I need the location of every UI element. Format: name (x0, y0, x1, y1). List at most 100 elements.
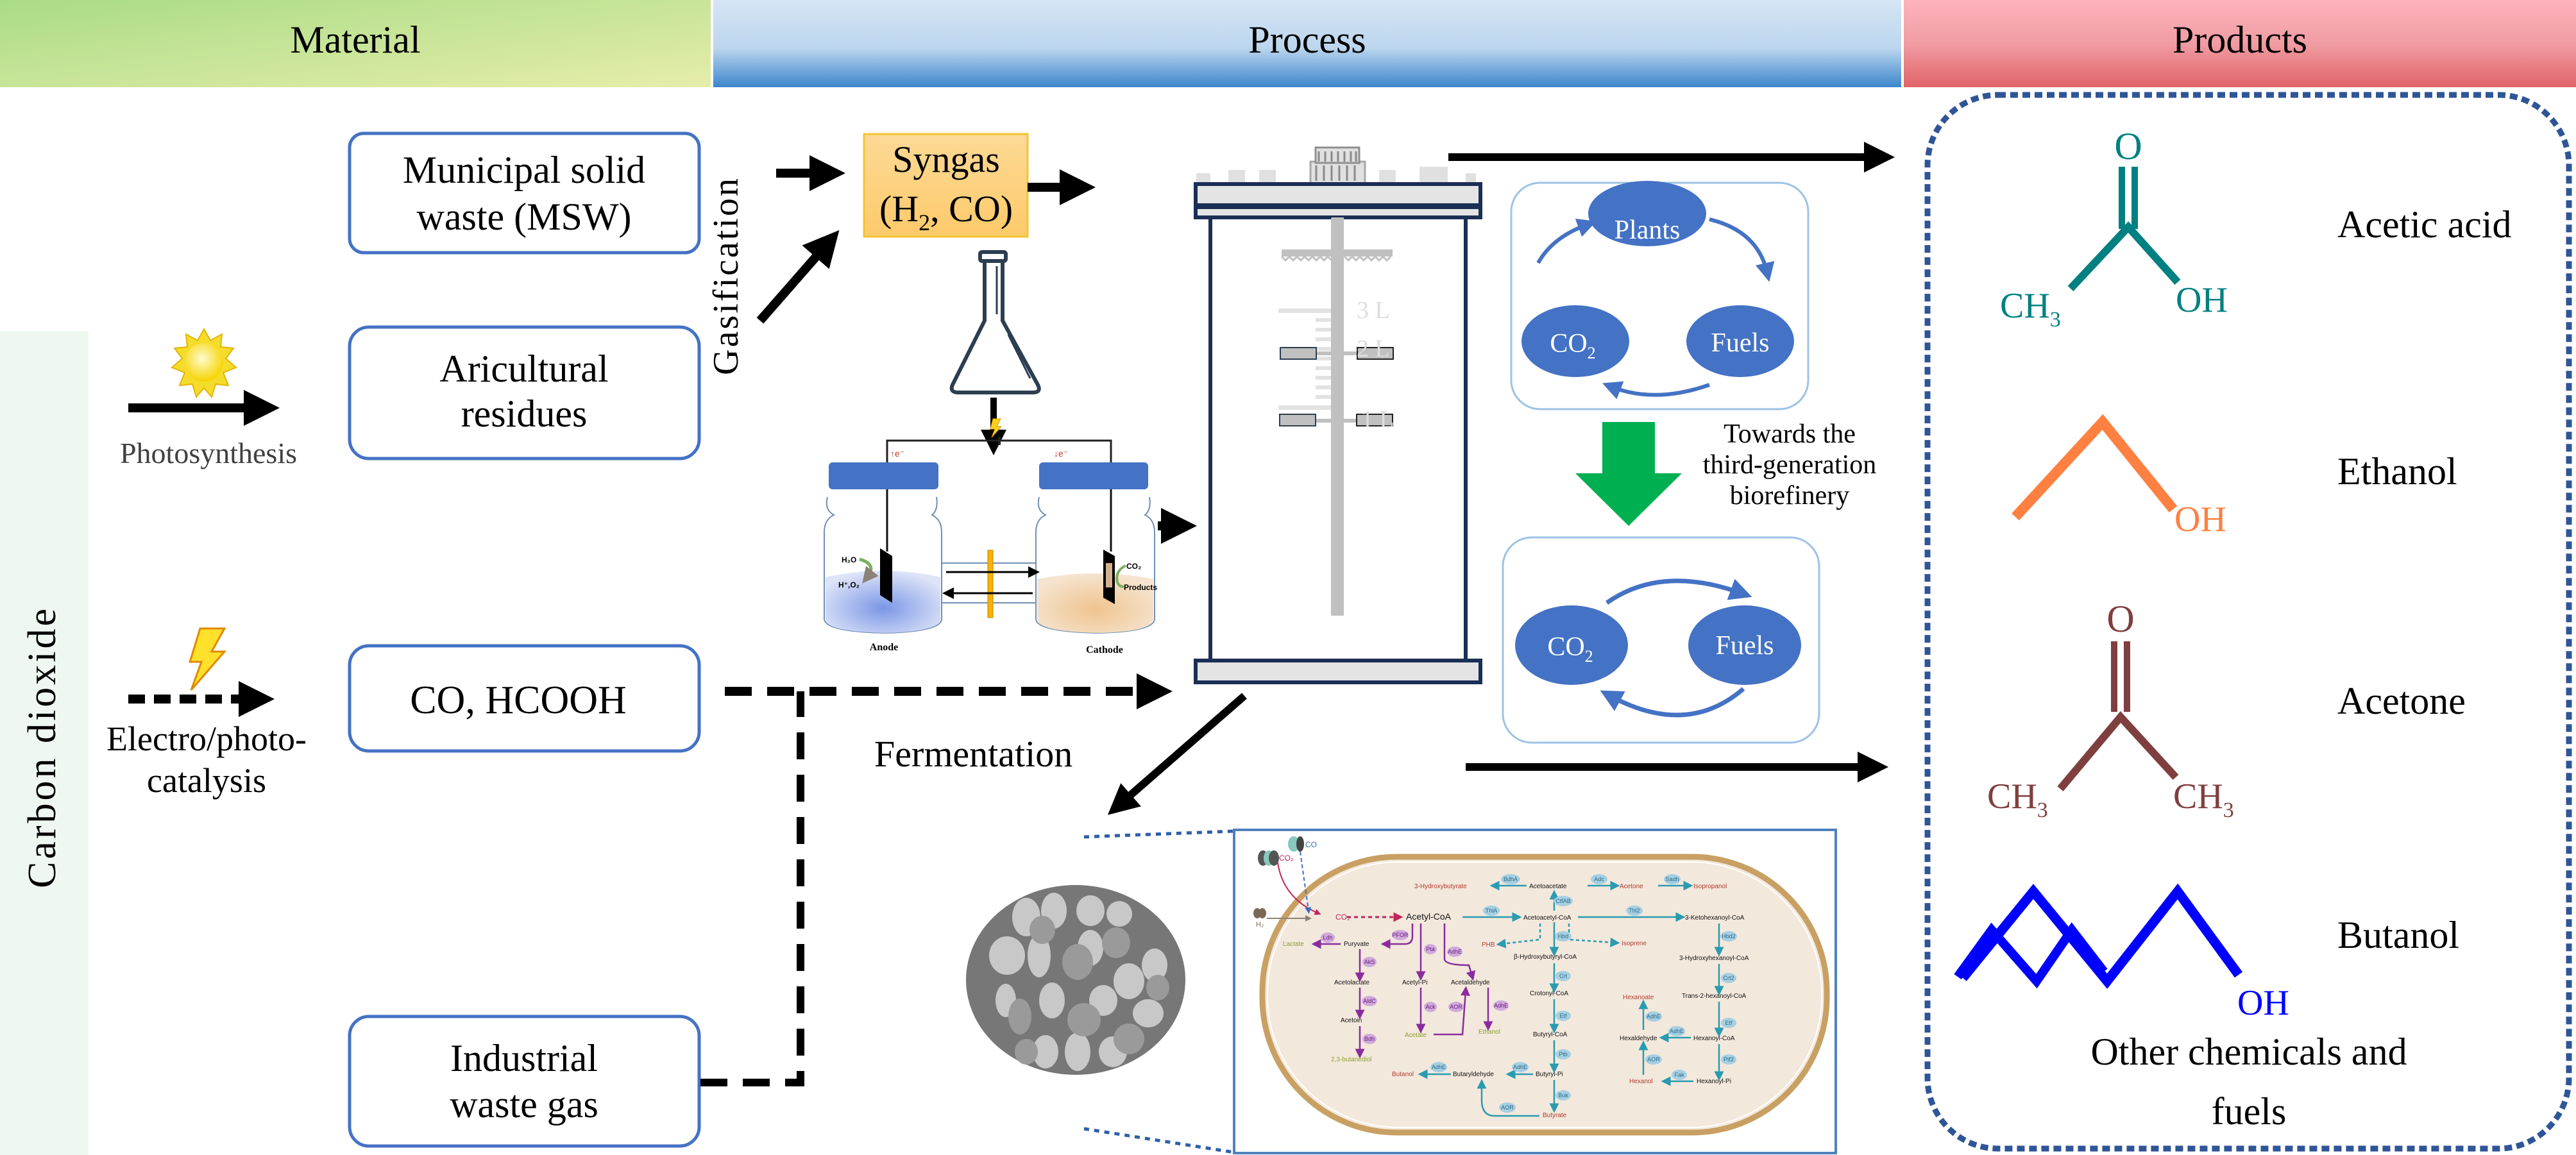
svg-text:CH3: CH3 (1987, 777, 2048, 822)
acetic-acid-structure: O CH3 OH (2000, 125, 2228, 332)
third-generation-cycle: CO2 Fuels (1502, 536, 1820, 744)
electro-catalysis-label-2: catalysis (147, 761, 266, 800)
gasification-label: Gasification (706, 176, 746, 375)
carbon-dioxide-band (0, 331, 89, 1155)
enzyme-crt: Crt (1555, 971, 1571, 981)
cycle-node-plants (1588, 181, 1706, 246)
cathode-cap (1039, 462, 1148, 489)
cycle2-node-co2 (1515, 605, 1628, 685)
product-2-3-butanediol: 2,3-butanediol (1331, 1056, 1371, 1063)
metabolite-pyruvate: Puryvate (1344, 941, 1369, 948)
acetone-structure: O CH3 CH3 (1987, 598, 2234, 822)
metabolite-3-ketohexanoyl-coa: 3-Ketohexanoyl-CoA (1685, 915, 1745, 922)
svg-text:AOR: AOR (1647, 1056, 1660, 1063)
material-box-industrial-waste-gas[interactable]: Industrial waste gas (348, 1015, 701, 1148)
material-box-agricultural-residues[interactable]: Aricultural residues (348, 325, 701, 460)
product-acetate: Acetate (1405, 1032, 1427, 1039)
svg-text:Adc: Adc (1594, 876, 1604, 882)
cycle-fuels-label: Fuels (1711, 328, 1769, 358)
product-isopropanol: Isopropanol (1693, 883, 1727, 890)
enzyme-ldh: Ldh (1321, 932, 1335, 943)
lightning-icon (188, 627, 227, 691)
product-butanol: Butanol (1392, 1071, 1414, 1078)
enzyme-adhe-hexaldehyde: AdhE (1668, 1026, 1685, 1036)
svg-text:Crt2: Crt2 (1723, 975, 1734, 981)
product-butyrate: Butyrate (1543, 1112, 1567, 1119)
transition-label-1: Towards the (1724, 419, 1856, 449)
cycle2-co2-label: CO2 (1547, 632, 1593, 666)
svg-text:O: O (2114, 125, 2142, 167)
syngas-box[interactable]: Syngas (H2, CO) (863, 133, 1029, 238)
enzyme-hbd: Hbd (1555, 931, 1572, 941)
enzyme-ctfab: CtfAB (1554, 896, 1573, 906)
gas-co2-inner: CO₂ (1335, 913, 1350, 922)
enzyme-thl2: Thl2 (1626, 906, 1643, 916)
reactor-lid (1194, 182, 1482, 207)
cycle-co2-label: CO2 (1550, 329, 1595, 362)
material-box-msw[interactable]: Municipal solid waste (MSW) (348, 131, 701, 255)
cell-envelope (1259, 854, 1830, 1136)
co2-label: CO₂ (1126, 562, 1141, 571)
sun-icon (171, 327, 237, 399)
metabolite-acetaldehyde: Acetaldehyde (1451, 979, 1490, 986)
reactor-to-microbes-arrow (1107, 693, 1247, 815)
products-label: Products (1124, 583, 1157, 592)
svg-text:AOR: AOR (1501, 1104, 1514, 1111)
motor-base (1309, 160, 1366, 185)
svg-text:Ptf2: Ptf2 (1724, 1056, 1734, 1063)
enzyme-fak: Fak (1672, 1070, 1687, 1080)
svg-text:AOR: AOR (1450, 1004, 1462, 1010)
transition-label-2: third-generation (1703, 450, 1877, 480)
agri-label-2: residues (461, 392, 588, 435)
svg-text:CtfAB: CtfAB (1555, 898, 1571, 904)
metabolite-acetoacetate: Acetoacetate (1529, 883, 1567, 890)
enzyme-adc: Adc (1591, 874, 1607, 884)
product-phb: PHB (1482, 941, 1495, 948)
h2-transporter-icon (1253, 908, 1266, 918)
msw-label-2: waste (MSW) (417, 196, 632, 238)
impeller-lower-left (1279, 414, 1316, 426)
svg-text:CH3: CH3 (2000, 286, 2061, 332)
product-butanol: Butanol (2337, 914, 2459, 956)
product-ethanol: Ethanol (1479, 1029, 1500, 1036)
reactor-internals (1282, 218, 1392, 616)
gas-co: CO (1305, 840, 1317, 849)
svg-text:AdhE: AdhE (1448, 948, 1462, 955)
enzyme-hbd2: Hbd2 (1720, 931, 1737, 941)
syngas-composition: (H2, CO) (879, 188, 1013, 235)
enzyme-aor-hexanol: AOR (1645, 1054, 1662, 1065)
material-box-co-hcooh[interactable]: CO, HCOOH (348, 644, 701, 753)
products-panel (1924, 92, 2572, 1152)
agri-to-syngas-arrow (756, 230, 840, 324)
syngas-label: Syngas (892, 139, 1000, 180)
product-lactate: Lactate (1283, 941, 1304, 948)
butanol-structure: OH (1954, 883, 2289, 1023)
metabolite-hexanoyl-pi: Hexanoyl-Pi (1697, 1078, 1731, 1085)
transition-arrow-icon (1575, 422, 1682, 526)
carbon-dioxide-label: Carbon dioxide (21, 606, 64, 888)
co-transporter-icon (1288, 836, 1304, 852)
cycle-plants-label: Plants (1614, 215, 1681, 245)
msw-label-1: Municipal solid (403, 149, 645, 191)
membrane (987, 550, 994, 618)
product-isoprene: Isoprene (1622, 940, 1647, 947)
svg-text:Pta: Pta (1426, 946, 1435, 952)
product-hexanoate: Hexanoate (1623, 994, 1654, 1001)
enzyme-etf-hex: Etf (1721, 1018, 1736, 1028)
metabolite-crotonyl-coa: Crotonyl-CoA (1530, 990, 1568, 997)
svg-text:Hbd: Hbd (1558, 933, 1569, 940)
metabolite-acetolactate: Acetolactate (1334, 979, 1369, 986)
anode-electrode (880, 548, 892, 603)
metabolite-butyryl-coa: Butyryl-CoA (1533, 1031, 1568, 1038)
header-process: Process (1248, 19, 1366, 61)
svg-text:Buk: Buk (1558, 1092, 1568, 1099)
anode-label: Anode (870, 642, 898, 653)
product-hexanol: Hexanol (1629, 1078, 1653, 1085)
header-material-bg (0, 0, 711, 87)
svg-text:O: O (2106, 598, 2134, 640)
impeller-upper-left (1280, 347, 1317, 360)
enzyme-thla: ThlA (1483, 906, 1500, 916)
cycle2-node-fuels (1688, 605, 1801, 685)
cathode-label: Cathode (1086, 645, 1123, 655)
